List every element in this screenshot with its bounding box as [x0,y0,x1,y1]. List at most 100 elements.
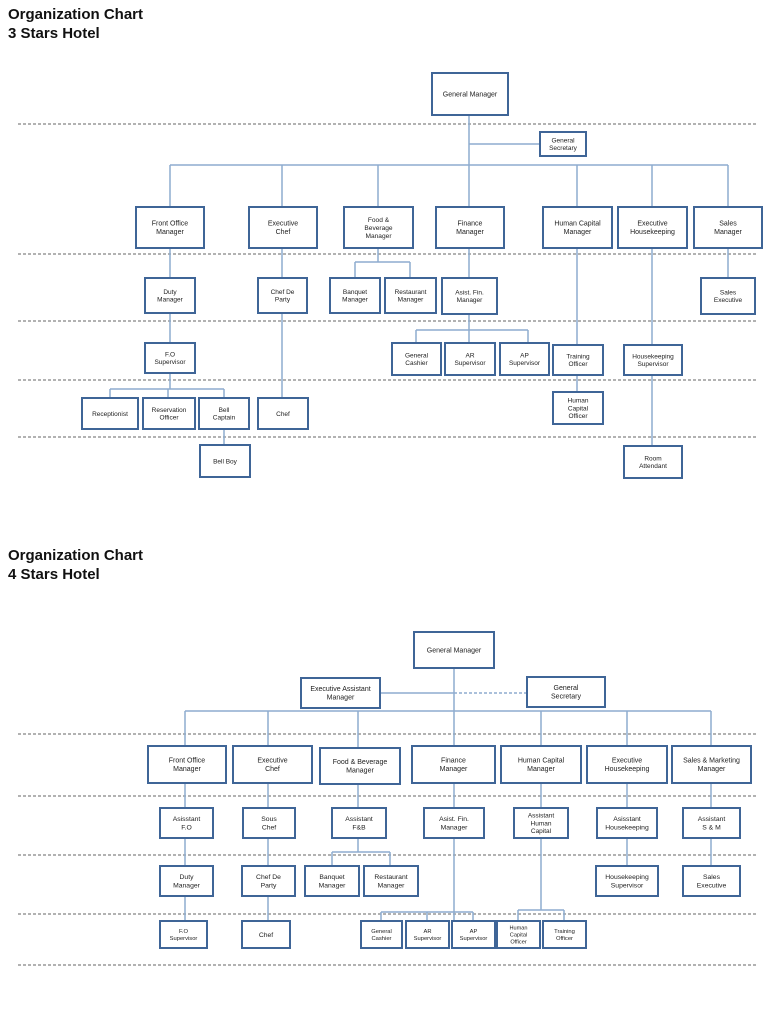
org-box-label: Housekeeping [632,353,674,360]
org-box-label: General [371,929,392,935]
org-box-label: F.O [179,929,189,935]
org-box-label: Finance [441,758,466,765]
org-box-label: Supervisor [154,359,186,366]
org-box-label: Bell [219,407,230,414]
org-box-border [623,445,683,479]
org-box-border [413,631,495,669]
org-box-label: General [551,137,575,144]
org-box-label: Sales [720,289,737,296]
org-box-label: Supervisor [460,936,488,942]
org-box-label: Executive [697,883,727,890]
org-box-label: Supervisor [414,936,442,942]
org-box-label: Training [566,353,590,360]
org-box-label: General Manager [427,647,482,654]
org-box-label: Secretary [549,145,578,152]
org-box-label: Manager [457,297,483,304]
org-box-label: Housekeeping [605,874,649,881]
org-box-label: Supervisor [509,360,541,367]
org-box-label: Chef [265,766,280,773]
org-box-border [319,747,401,785]
org-box-border [411,745,496,784]
org-box-border [700,277,756,315]
org-box-border [331,807,387,839]
org-box-gm: General Manager [413,631,495,669]
org-box-chef: Chef [241,920,291,949]
org-box-border [623,344,683,376]
org-box-label: Capital [531,828,552,835]
org-box-label: Chef [276,411,290,418]
org-box-label: Secretary [551,694,581,701]
org-box-label: Finance [458,221,483,228]
org-box-border [441,277,498,315]
org-box-label: Manager [378,883,406,890]
org-box-label: Captain [213,415,236,422]
org-box-label: Capital [510,932,527,938]
org-box-label: Asist. Fin. [455,289,484,296]
org-box-label: Party [261,883,277,890]
org-box-afm: Asist. Fin.Manager [423,807,485,839]
org-box-border [595,865,659,897]
chart4-subtitle: 4 Stars Hotel [8,566,100,583]
org-box-label: Room [644,455,661,462]
org-box-label: Duty [180,874,195,881]
org-box-label: Housekeeping [630,229,675,236]
org-box-border [682,807,741,839]
org-box-label: Assistant [345,816,373,823]
org-box-label: Manager [156,229,184,236]
org-box-label: Manager [365,233,392,240]
org-box-rec: Receptionist [81,397,139,430]
org-box-label: Manager [173,766,201,773]
org-box-border [542,206,613,249]
org-box-border [451,920,496,949]
org-box-label: General Manager [443,91,498,98]
org-box-label: Restaurant [395,289,427,296]
org-box-border [242,807,296,839]
org-box-label: Housekeeping [605,766,650,773]
org-box-label: Manager [157,297,183,304]
org-box-label: Party [275,297,291,304]
org-box-border [552,344,604,376]
org-box-border [199,444,251,478]
org-box-border [384,277,437,314]
org-box-label: Supervisor [637,361,669,368]
org-box-label: Assistant [698,816,726,823]
org-box-label: F.O [165,351,175,358]
org-box-border [241,920,291,949]
org-box-label: Asisstant [613,816,641,823]
org-box-border [617,206,688,249]
org-box-label: Officer [159,415,179,422]
org-box-label: Attendant [639,463,667,470]
org-box-label: Banquet [343,289,367,296]
org-box-label: Officer [568,413,588,420]
org-box-label: Executive [714,297,743,304]
org-box-border [159,865,214,897]
org-box-label: Beverage [364,225,393,232]
org-box-label: Housekeeping [605,825,649,832]
org-box-label: Human [509,926,527,932]
org-box-label: Manager [564,229,592,236]
org-box-label: Chef De [271,289,295,296]
